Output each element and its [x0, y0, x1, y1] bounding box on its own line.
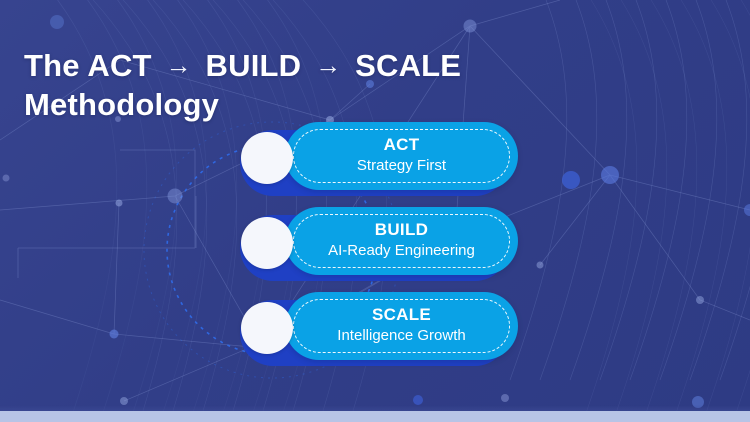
page-title: The ACT → BUILD → SCALE Methodology: [24, 47, 664, 124]
step-marker-circle: [241, 217, 293, 269]
step-pill[interactable]: ACT Strategy First: [285, 122, 518, 190]
step-row-scale[interactable]: SCALE Intelligence Growth: [0, 292, 750, 366]
arrow-icon-2: →: [315, 49, 342, 80]
title-part-methodology: Methodology: [24, 86, 220, 122]
panel-bottom-shadow: [0, 405, 750, 411]
step-subtitle: AI-Ready Engineering: [328, 242, 475, 259]
title-part-act: The ACT: [24, 47, 152, 83]
methodology-steps: ACT Strategy First BUILD AI-Ready Engine…: [0, 122, 750, 366]
step-text-block: ACT Strategy First: [297, 134, 506, 177]
step-title: BUILD: [374, 220, 429, 239]
step-row-build[interactable]: BUILD AI-Ready Engineering: [0, 207, 750, 281]
step-subtitle: Intelligence Growth: [337, 327, 466, 344]
step-pill[interactable]: SCALE Intelligence Growth: [285, 292, 518, 360]
title-part-build: BUILD: [205, 47, 302, 83]
title-part-scale: SCALE: [355, 47, 462, 83]
step-text-block: BUILD AI-Ready Engineering: [297, 219, 506, 262]
step-subtitle: Strategy First: [356, 157, 447, 174]
step-title: ACT: [383, 135, 420, 154]
step-title: SCALE: [371, 305, 432, 324]
step-pill[interactable]: BUILD AI-Ready Engineering: [285, 207, 518, 275]
bottom-accent-strip: [0, 411, 750, 422]
arrow-icon-1: →: [165, 49, 192, 80]
step-marker-circle: [241, 302, 293, 354]
step-marker-circle: [241, 132, 293, 184]
step-row-act[interactable]: ACT Strategy First: [0, 122, 750, 196]
step-text-block: SCALE Intelligence Growth: [297, 304, 506, 347]
